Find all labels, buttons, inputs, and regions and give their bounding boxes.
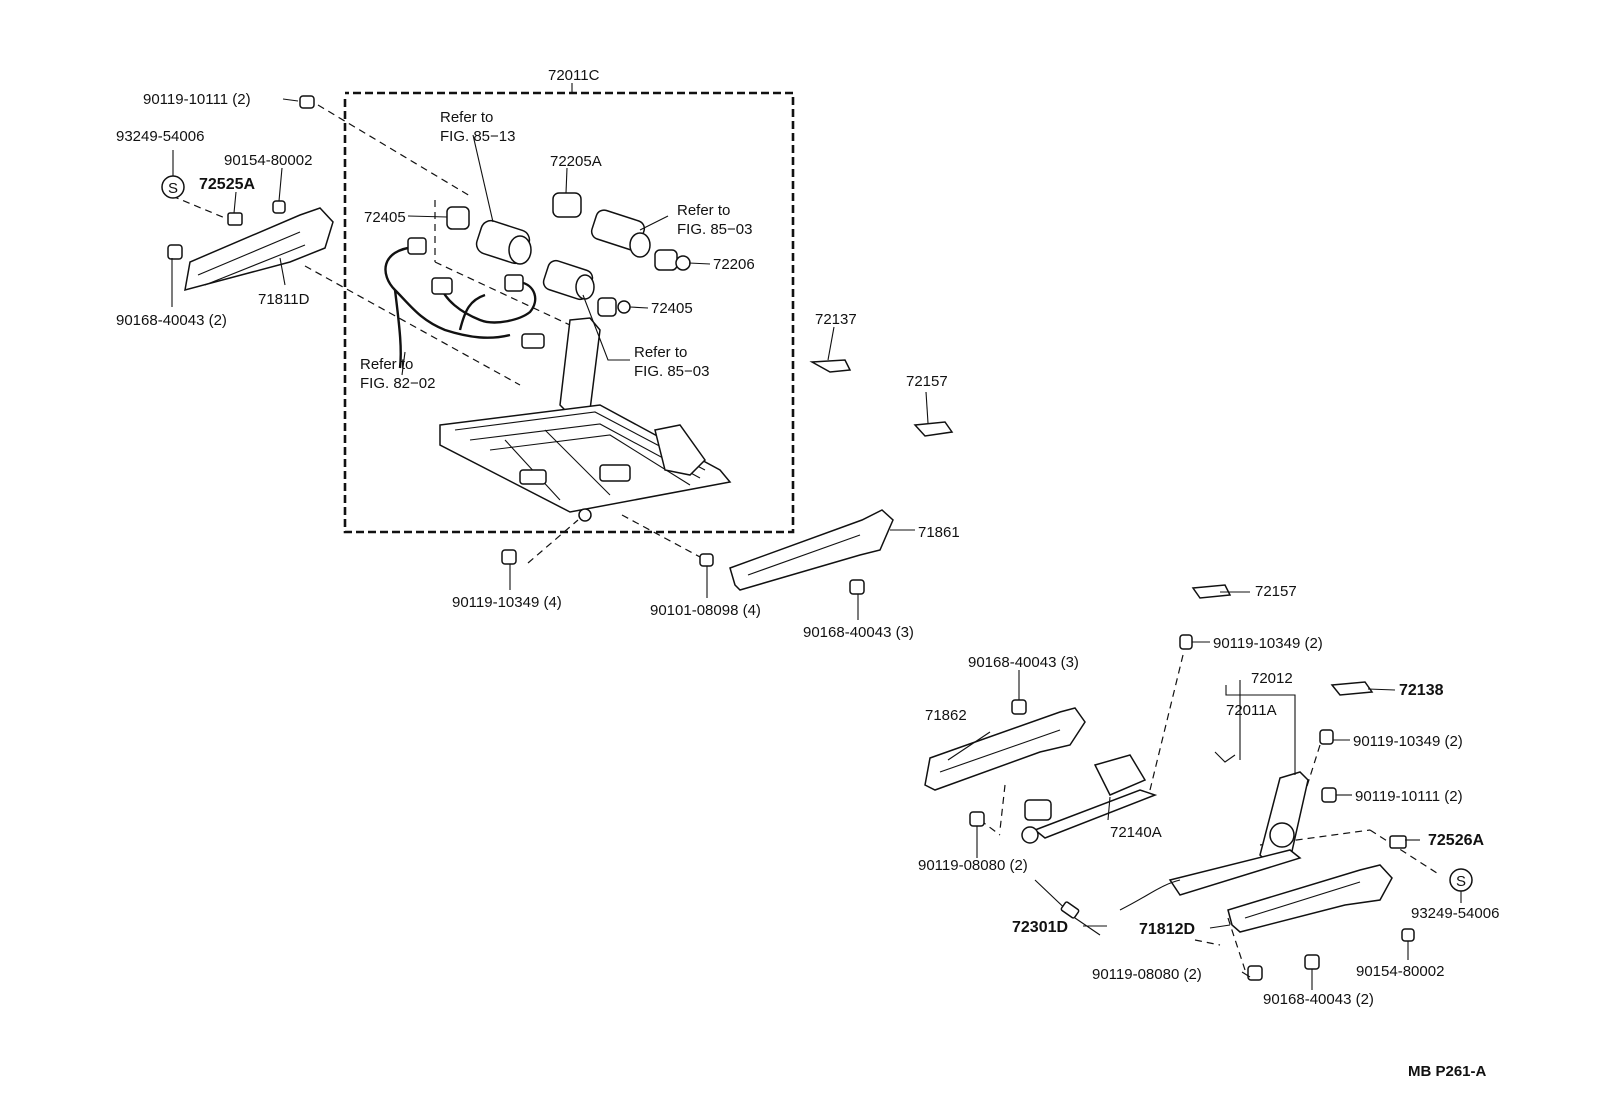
hardware-middle — [501, 549, 865, 595]
label-72011A: 72011A — [1226, 702, 1277, 719]
label-90154-80002-right: 90154-80002 — [1356, 963, 1444, 980]
label-90119-08080-2-a: 90119-08080 (2) — [918, 857, 1028, 874]
figure-code: MB P261-A — [1408, 1063, 1487, 1080]
label-refer-85-03-b-line2: FIG. 85−03 — [634, 363, 709, 380]
label-72525A: 72525A — [199, 176, 255, 193]
clip-72138-shape — [1330, 681, 1374, 696]
label-72526A: 72526A — [1428, 832, 1484, 849]
label-90119-10349-2-b: 90119-10349 (2) — [1353, 733, 1463, 750]
label-72205A: 72205A — [550, 153, 602, 170]
label-72011C: 72011C — [548, 67, 600, 84]
label-93249-54006-right: 93249-54006 — [1411, 905, 1499, 922]
label-refer-82-02-line1: Refer to — [360, 356, 413, 373]
label-refer-85-13-line2: FIG. 85−13 — [440, 128, 515, 145]
leader-lines — [171, 98, 1462, 990]
label-72012: 72012 — [1251, 670, 1293, 687]
label-90119-10111-2-b: 90119-10111 (2) — [1355, 788, 1463, 805]
dashed-assembly-lines — [171, 104, 1441, 971]
label-72157-upper: 72157 — [906, 373, 948, 390]
wire-harness — [384, 237, 545, 369]
label-71861: 71861 — [918, 524, 960, 541]
label-refer-85-03-a-line1: Refer to — [677, 202, 730, 219]
s-mark-right: S — [1456, 873, 1466, 890]
clip-72157-upper-shape — [913, 421, 954, 437]
motor-72205A — [552, 192, 651, 258]
label-90119-08080-2-b: 90119-08080 (2) — [1092, 966, 1202, 983]
label-refer-85-03-b-line1: Refer to — [634, 344, 687, 361]
cover-71812D-shape — [1227, 864, 1393, 933]
s-mark-left: S — [168, 180, 178, 197]
label-71812D: 71812D — [1139, 921, 1195, 938]
part-72206-shape — [654, 249, 691, 271]
rail-72140A-shape — [1021, 754, 1158, 844]
switch-72405-upper-part — [446, 206, 470, 230]
switch-72405-lower-part — [597, 297, 631, 317]
label-90119-10349-4: 90119-10349 (4) — [452, 594, 562, 611]
label-90119-10349-2-a: 90119-10349 (2) — [1213, 635, 1323, 652]
cover-71861-shape — [729, 509, 894, 591]
assembly-boundary-72011C — [343, 91, 795, 534]
label-90168-40043-3-low: 90168-40043 (3) — [968, 654, 1079, 671]
label-71811D: 71811D — [258, 291, 310, 308]
label-72405-upper: 72405 — [364, 209, 406, 226]
clip-72157-lower-shape — [1191, 584, 1232, 599]
label-72137: 72137 — [815, 311, 857, 328]
label-90119-10111-top: 90119-10111 (2) — [143, 91, 251, 108]
label-90168-40043-left: 90168-40043 (2) — [116, 312, 227, 329]
label-72138: 72138 — [1399, 682, 1444, 699]
label-90154-80002-left: 90154-80002 — [224, 152, 312, 169]
clip-72137-shape — [809, 359, 852, 373]
label-71862: 71862 — [925, 707, 967, 724]
seat-adjuster-frame — [439, 317, 732, 522]
motor-85-03-lower — [542, 259, 595, 301]
hardware-left — [161, 95, 315, 260]
label-refer-85-13-line1: Refer to — [440, 109, 493, 126]
label-refer-82-02-line2: FIG. 82−02 — [360, 375, 435, 392]
label-90168-40043-2-b: 90168-40043 (2) — [1263, 991, 1374, 1008]
adjuster-72012-shape — [1119, 751, 1309, 911]
label-72405-lower: 72405 — [651, 300, 693, 317]
label-72206: 72206 — [713, 256, 755, 273]
label-90168-40043-3-mid: 90168-40043 (3) — [803, 624, 914, 641]
cover-71811D-shape — [184, 207, 334, 292]
label-72301D: 72301D — [1012, 919, 1068, 936]
motor-85-13 — [475, 219, 532, 265]
label-90101-08098-4: 90101-08098 (4) — [650, 602, 761, 619]
label-72140A: 72140A — [1110, 824, 1162, 841]
label-72157-lower: 72157 — [1255, 583, 1297, 600]
label-refer-85-03-a-line2: FIG. 85−03 — [677, 221, 752, 238]
label-93249-54006-left: 93249-54006 — [116, 128, 204, 145]
